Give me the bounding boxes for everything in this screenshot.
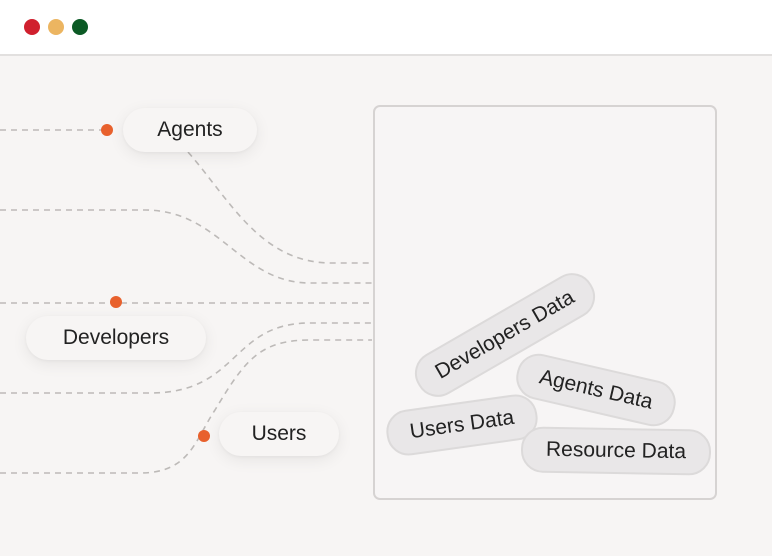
window-titlebar bbox=[0, 0, 772, 56]
line-4 bbox=[0, 322, 372, 394]
agents-node: Agents bbox=[123, 108, 257, 152]
line-agents-to-box bbox=[187, 151, 372, 264]
resource-data-chip: Resource Data bbox=[520, 426, 712, 476]
users-node: Users bbox=[219, 412, 339, 456]
users-node-dot bbox=[198, 430, 210, 442]
line-2 bbox=[0, 209, 372, 284]
developers-node-dot bbox=[110, 296, 122, 308]
maximize-window-button[interactable] bbox=[72, 19, 88, 35]
agents-node-dot bbox=[101, 124, 113, 136]
minimize-window-button[interactable] bbox=[48, 19, 64, 35]
line-users bbox=[0, 339, 372, 474]
close-window-button[interactable] bbox=[24, 19, 40, 35]
developers-node: Developers bbox=[26, 316, 206, 360]
